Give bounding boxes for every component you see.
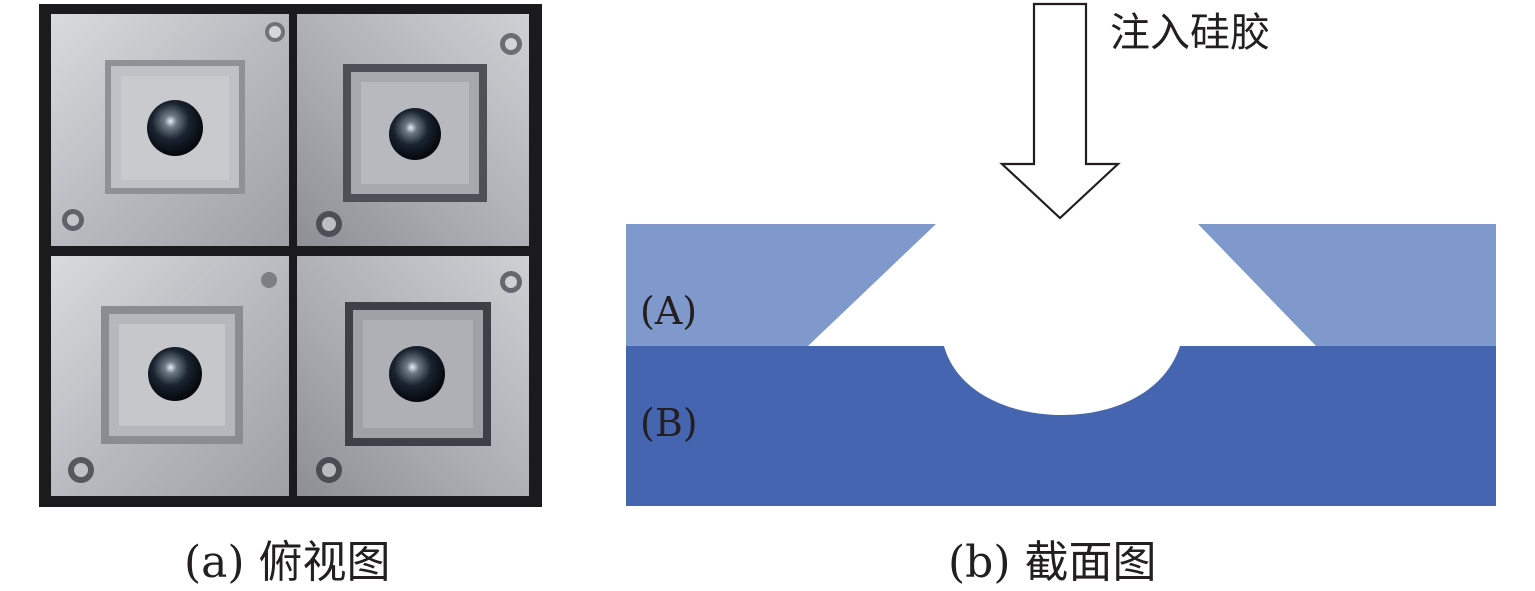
top-view-illustration [39, 4, 542, 507]
module-top-left [51, 14, 289, 246]
module-bottom-left [51, 256, 289, 496]
top-view-photo [39, 4, 542, 507]
lens [147, 100, 203, 156]
lens [148, 347, 202, 401]
caption-panel-b: (b) 截面图 [948, 537, 1157, 588]
cross-section-svg: 注入硅胶 (A) (B) [626, 2, 1496, 506]
lens [389, 108, 441, 160]
arrow-label: 注入硅胶 [1110, 10, 1270, 56]
module-top-right [297, 14, 529, 246]
layer-b [626, 346, 1496, 506]
caption-panel-a: (a) 俯视图 [184, 537, 391, 588]
lens [389, 346, 445, 402]
injection-arrow [999, 2, 1121, 220]
layer-a-label: (A) [640, 289, 697, 333]
layer-b-label: (B) [640, 401, 698, 445]
layer-a-left [626, 224, 936, 346]
module-bottom-right [297, 256, 529, 496]
cross-section-diagram: 注入硅胶 (A) (B) [626, 0, 1498, 508]
layer-a-right [1198, 224, 1496, 346]
